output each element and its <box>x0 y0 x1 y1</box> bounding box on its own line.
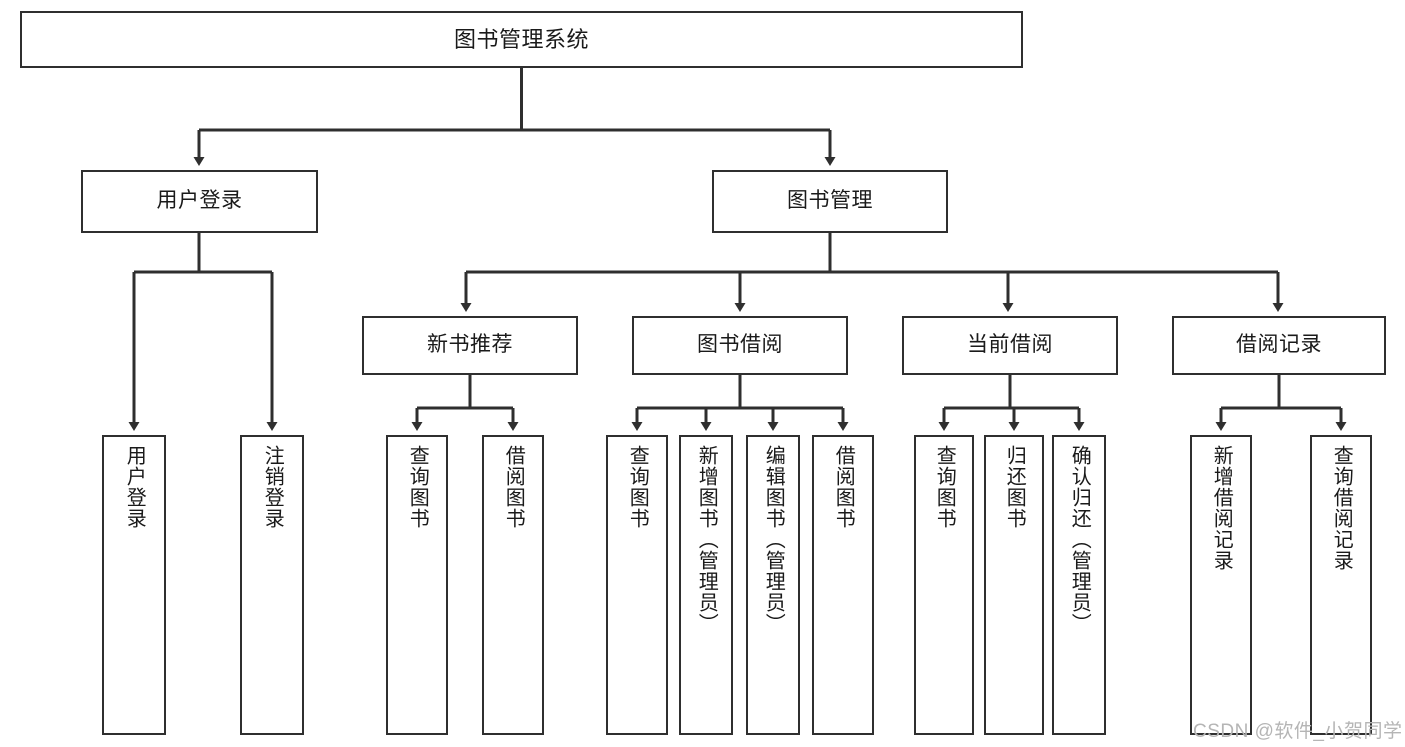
node-leaf-confirm-return-label: 确认归还（管理员） <box>1068 445 1091 634</box>
node-leaf-query-record[interactable]: 查询借阅记录 <box>1310 435 1372 735</box>
node-new-book-recommend-label: 新书推荐 <box>427 333 513 357</box>
node-leaf-query-book-3-label: 查询图书 <box>933 445 956 529</box>
node-leaf-query-book-2[interactable]: 查询图书 <box>606 435 668 735</box>
node-leaf-query-record-label: 查询借阅记录 <box>1330 445 1353 571</box>
node-leaf-borrow-book-2[interactable]: 借阅图书 <box>812 435 874 735</box>
node-borrow-record-label: 借阅记录 <box>1236 333 1322 357</box>
node-leaf-logout-label: 注销登录 <box>261 445 284 529</box>
node-current-borrow[interactable]: 当前借阅 <box>902 316 1118 375</box>
node-leaf-return-book[interactable]: 归还图书 <box>984 435 1044 735</box>
node-leaf-return-book-label: 归还图书 <box>1003 445 1026 529</box>
node-leaf-user-login[interactable]: 用户登录 <box>102 435 166 735</box>
node-book-manage-label: 图书管理 <box>787 189 873 213</box>
node-leaf-query-book-2-label: 查询图书 <box>626 445 649 529</box>
node-leaf-borrow-book-2-label: 借阅图书 <box>832 445 855 529</box>
csdn-watermark: CSDN @软件_小贺同学 <box>1193 721 1403 742</box>
node-leaf-add-record[interactable]: 新增借阅记录 <box>1190 435 1252 735</box>
node-leaf-borrow-book-1-label: 借阅图书 <box>502 445 525 529</box>
node-leaf-add-book-label: 新增图书（管理员） <box>695 445 718 634</box>
node-leaf-query-book-3[interactable]: 查询图书 <box>914 435 974 735</box>
node-leaf-user-login-label: 用户登录 <box>123 445 146 529</box>
node-leaf-query-book-1[interactable]: 查询图书 <box>386 435 448 735</box>
node-leaf-edit-book[interactable]: 编辑图书（管理员） <box>746 435 800 735</box>
node-leaf-query-book-1-label: 查询图书 <box>406 445 429 529</box>
node-leaf-add-book[interactable]: 新增图书（管理员） <box>679 435 733 735</box>
node-user-login-label: 用户登录 <box>156 189 243 213</box>
node-new-book-recommend[interactable]: 新书推荐 <box>362 316 578 375</box>
node-leaf-confirm-return[interactable]: 确认归还（管理员） <box>1052 435 1106 735</box>
node-leaf-borrow-book-1[interactable]: 借阅图书 <box>482 435 544 735</box>
node-root-label: 图书管理系统 <box>453 26 589 52</box>
node-book-borrow[interactable]: 图书借阅 <box>632 316 848 375</box>
node-leaf-edit-book-label: 编辑图书（管理员） <box>762 445 785 634</box>
node-borrow-record[interactable]: 借阅记录 <box>1172 316 1386 375</box>
node-book-manage[interactable]: 图书管理 <box>712 170 948 233</box>
node-current-borrow-label: 当前借阅 <box>967 333 1053 357</box>
node-leaf-add-record-label: 新增借阅记录 <box>1210 445 1233 571</box>
node-user-login[interactable]: 用户登录 <box>81 170 318 233</box>
node-book-borrow-label: 图书借阅 <box>697 333 783 357</box>
node-root[interactable]: 图书管理系统 <box>20 11 1023 68</box>
node-leaf-logout[interactable]: 注销登录 <box>240 435 304 735</box>
